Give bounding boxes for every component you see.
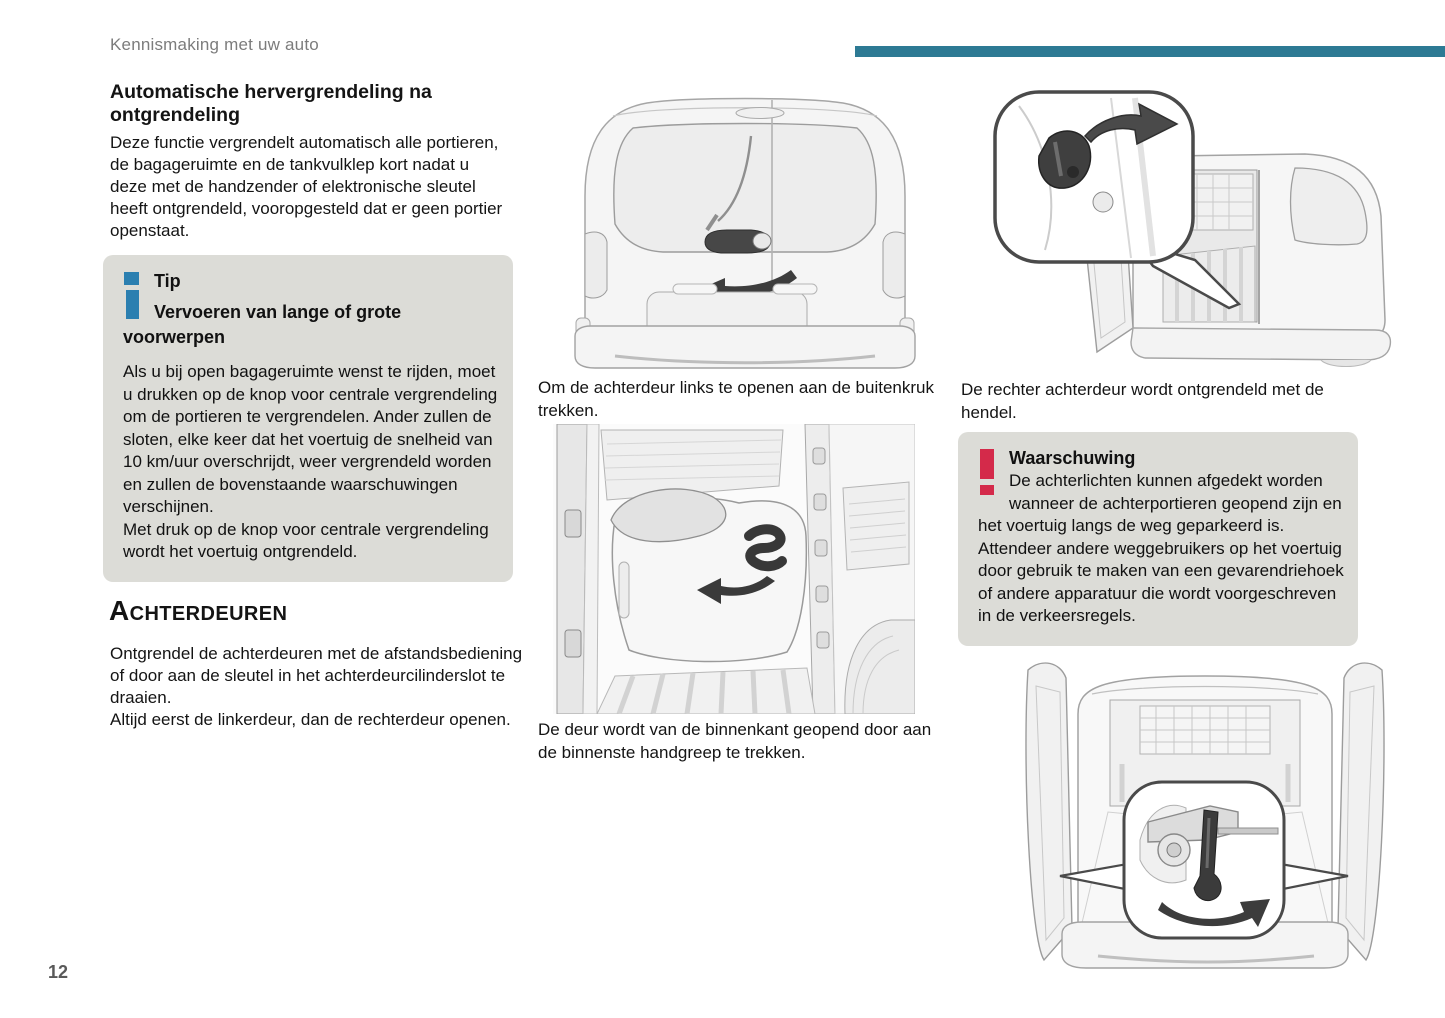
tip-body-2: Met druk op de knop voor centrale vergre… <box>123 519 489 562</box>
figure3-caption: De rechter achterdeur wordt ontgrendeld … <box>961 380 1324 422</box>
info-icon <box>124 272 140 319</box>
accent-bar <box>855 46 1445 57</box>
latch-zoom-inset <box>1122 780 1286 940</box>
figure-rear-doors-open <box>998 642 1410 977</box>
figure-right-door-handle <box>985 84 1405 376</box>
warning-box: Waarschuwing De achterlichten kunnen afg… <box>958 432 1358 646</box>
van-rear-illustration <box>574 97 916 369</box>
tip-title: Tip <box>154 271 181 291</box>
section-body-achterdeuren: Ontgrendel de achterdeuren met de afstan… <box>110 643 525 731</box>
warning-body: De achterlichten kunnen afgedekt worden … <box>978 471 1344 625</box>
rear-doors-open-illustration <box>1025 662 1385 969</box>
page-number: 12 <box>48 962 69 982</box>
latch-lever-icon <box>1193 809 1222 902</box>
tip-box: Tip Vervoeren van lange of grote voorwer… <box>103 255 513 582</box>
unlock-direction-arrow-icon <box>1083 102 1179 146</box>
warning-icon <box>979 449 995 496</box>
tip-body: Als u bij open bagageruimte wenst te rij… <box>123 362 498 516</box>
figure-rear-door-interior <box>553 424 915 714</box>
paragraph: Deze functie vergrendelt automatisch all… <box>110 133 503 240</box>
tip-subtitle: Vervoeren van lange of grote voorwerpen <box>123 302 402 347</box>
pull-direction-arrow-icon <box>697 576 775 604</box>
paragraph: Ontgrendel de achterdeuren met de afstan… <box>110 644 523 707</box>
section-body-auto-relock: Deze functie vergrendelt automatisch all… <box>110 132 510 242</box>
figure1-caption: Om de achterdeur links te openen aan de … <box>538 378 934 420</box>
inner-door-handle-icon <box>744 524 787 572</box>
running-header: Kennismaking met uw auto <box>110 35 319 54</box>
door-handle-icon <box>704 229 772 254</box>
warning-title: Waarschuwing <box>1009 448 1136 468</box>
handle-zoom-inset <box>993 90 1195 264</box>
section-heading-auto-relock: Automatische hervergrendeling na ontgren… <box>110 81 432 126</box>
chapter-heading-achterdeuren: Achterdeuren <box>109 595 288 626</box>
latch-direction-arrow-icon <box>1158 899 1270 927</box>
release-handle-icon <box>1038 130 1092 189</box>
door-interior-illustration <box>553 424 915 714</box>
right-door-handle-illustration <box>993 90 1392 368</box>
figure-van-rear-exterior <box>555 84 935 376</box>
paragraph: Altijd eerst de linkerdeur, dan de recht… <box>110 710 511 729</box>
figure2-caption: De deur wordt van de binnenkant geopend … <box>538 720 932 762</box>
